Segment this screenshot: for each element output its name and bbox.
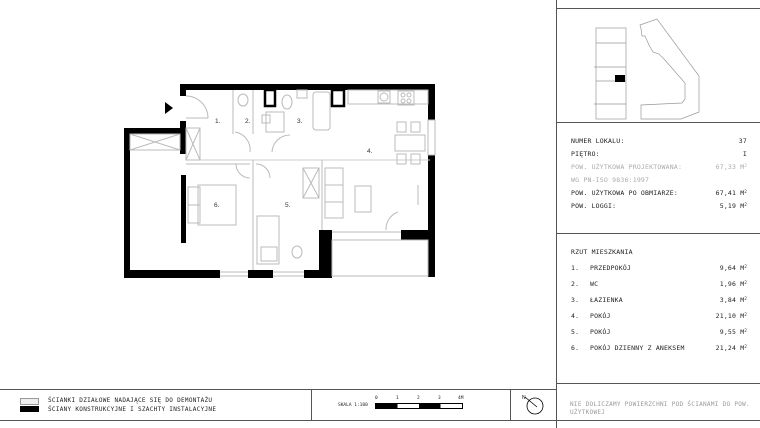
apartment-number-value: 37: [738, 137, 747, 145]
svg-text:N: N: [522, 395, 526, 401]
legend-demolition-label: ŚCIANKI DZIAŁOWE NADAJĄCE SIĘ DO DEMONTA…: [48, 397, 213, 404]
entrance-arrow-icon: [165, 102, 173, 114]
measured-area-value: 67,41 M2: [715, 189, 747, 197]
keyplan-bottom-divider: [556, 122, 760, 123]
rooms-bottom-divider: [556, 383, 760, 384]
top-right-divider: [556, 8, 760, 9]
standard-label: WG PN-ISO 9836:1997: [571, 176, 650, 184]
apartment-location-marker: [615, 75, 625, 82]
floor-row: PIĘTRO: I: [571, 150, 747, 158]
structural-walls: [124, 84, 435, 278]
scale-bar: [375, 403, 463, 409]
legend-swatch-structural: [20, 406, 39, 412]
room-label-2: 2.: [245, 118, 251, 125]
loggia-row: POW. LOGGI: 5,19 M2: [571, 202, 747, 210]
room-label-1: 1.: [215, 118, 221, 125]
floor-value: I: [742, 150, 747, 158]
footnote: NIE DOLICZAMY POWIERZCHNI POD ŚCIANAMI D…: [570, 401, 750, 416]
apartment-number-row: NUMER LOKALU: 37: [571, 137, 747, 145]
legend-swatch-demolition: [20, 398, 39, 405]
measured-area-row: POW. UŻYTKOWA PO OBMIARZE: 67,41 M2: [571, 189, 747, 197]
room-label-6: 6.: [214, 202, 220, 209]
info-divider: [556, 233, 760, 234]
apartment-number-label: NUMER LOKALU:: [571, 137, 625, 145]
building-key-plan: [594, 18, 700, 120]
footer-divider-legend: [311, 389, 312, 420]
measured-area-label: POW. UŻYTKOWA PO OBMIARZE:: [571, 189, 678, 197]
north-compass-icon: N: [522, 395, 544, 415]
footer-divider-compass: [510, 389, 511, 420]
plan-title: RZUT MIESZKANIA: [571, 248, 633, 256]
footer-top-line: [0, 389, 556, 390]
room-label-4: 4.: [367, 148, 373, 155]
standard-row: WG PN-ISO 9836:1997: [571, 176, 747, 184]
legend-structural-label: ŚCIANY KONSTRUKCYJNE I SZACHTY INSTALACY…: [48, 406, 217, 413]
room-label-5: 5.: [285, 202, 291, 209]
scale-label: SKALA 1:100: [338, 403, 368, 408]
loggia-value: 5,19 M2: [719, 202, 747, 210]
designed-area-row: POW. UŻYTKOWA PROJEKTOWANA: 67,33 M2: [571, 163, 747, 171]
floor-plan: 1. 2. 3. 4. 5. 6.: [124, 84, 436, 278]
designed-area-label: POW. UŻYTKOWA PROJEKTOWANA:: [571, 163, 683, 171]
room-label-3: 3.: [297, 118, 303, 125]
designed-area-value: 67,33 M2: [715, 163, 747, 171]
footer-bottom-line: [0, 420, 760, 421]
sidebar-divider: [556, 0, 557, 428]
loggia-label: POW. LOGGI:: [571, 202, 617, 210]
floor-label: PIĘTRO:: [571, 150, 600, 158]
